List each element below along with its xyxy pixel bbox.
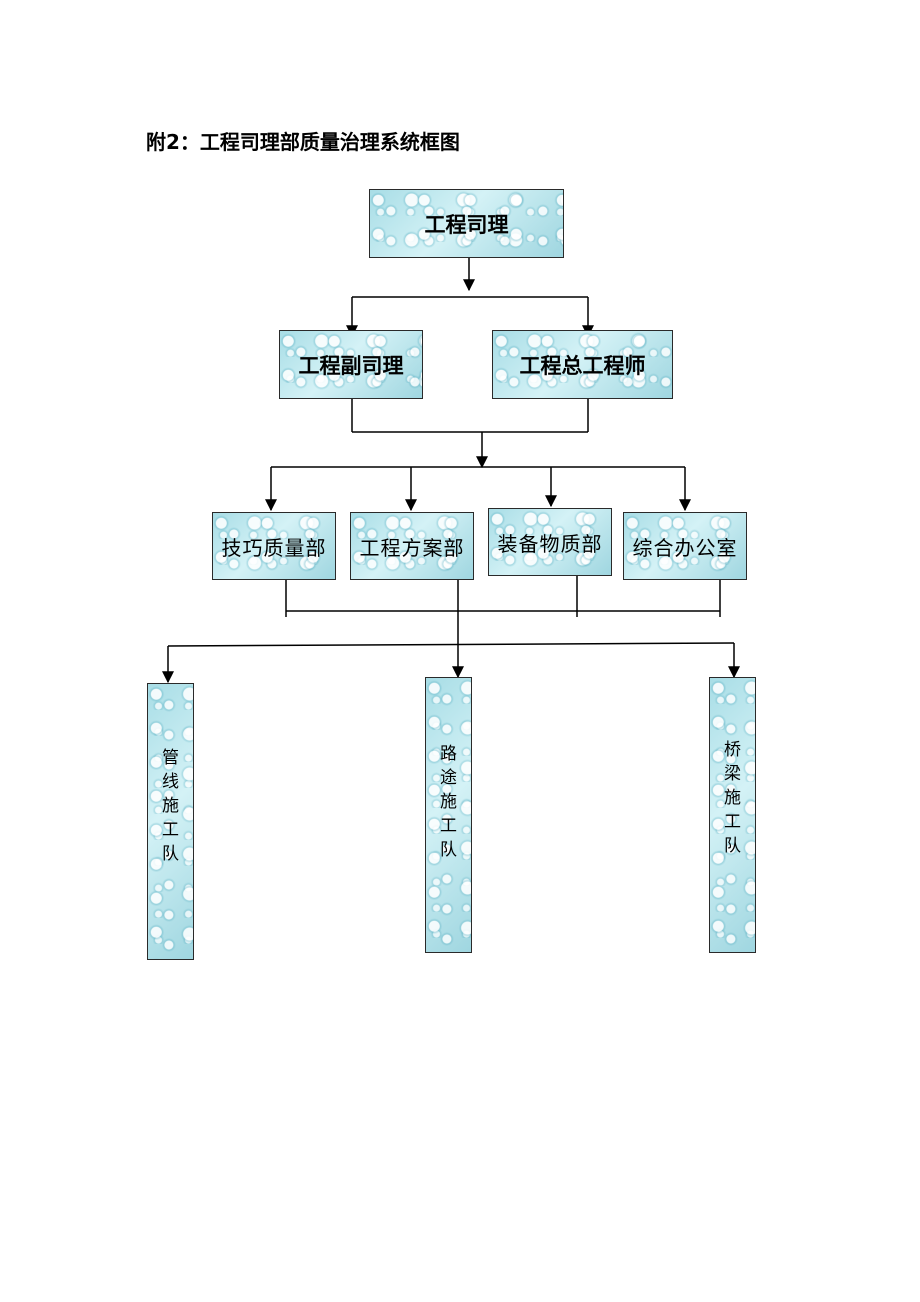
node-team-bridge: 桥 梁 施 工 队 xyxy=(709,677,756,953)
node-deputy-manager: 工程副司理 xyxy=(279,330,423,399)
team-road-char: 工 xyxy=(440,816,457,836)
node-dept-engineering-plan: 工程方案部 xyxy=(350,512,474,580)
team-pipeline-char: 施 xyxy=(162,796,179,816)
node-dept-tech-quality: 技巧质量部 xyxy=(212,512,336,580)
node-top-manager: 工程司理 xyxy=(369,189,564,258)
node-dept-general-office: 综合办公室 xyxy=(623,512,747,580)
node-dept-equipment-materials: 装备物质部 xyxy=(488,508,612,576)
team-road-char: 途 xyxy=(440,768,457,788)
team-road-char: 施 xyxy=(440,792,457,812)
team-pipeline-char: 队 xyxy=(162,844,179,864)
page-title: 附2：工程司理部质量治理系统框图 xyxy=(146,130,460,154)
connector-team-bar xyxy=(167,642,735,647)
team-road-char: 队 xyxy=(440,840,457,860)
team-bridge-char: 梁 xyxy=(724,764,741,784)
team-bridge-char: 桥 xyxy=(724,740,741,760)
team-pipeline-char: 工 xyxy=(162,820,179,840)
team-pipeline-char: 线 xyxy=(162,772,179,792)
node-team-pipeline: 管 线 施 工 队 xyxy=(147,683,194,960)
team-pipeline-char: 管 xyxy=(162,748,179,768)
node-chief-engineer: 工程总工程师 xyxy=(492,330,673,399)
node-team-road: 路 途 施 工 队 xyxy=(425,677,472,953)
team-bridge-char: 施 xyxy=(724,788,741,808)
team-road-char: 路 xyxy=(440,744,457,764)
team-bridge-char: 队 xyxy=(724,836,741,856)
team-bridge-char: 工 xyxy=(724,812,741,832)
